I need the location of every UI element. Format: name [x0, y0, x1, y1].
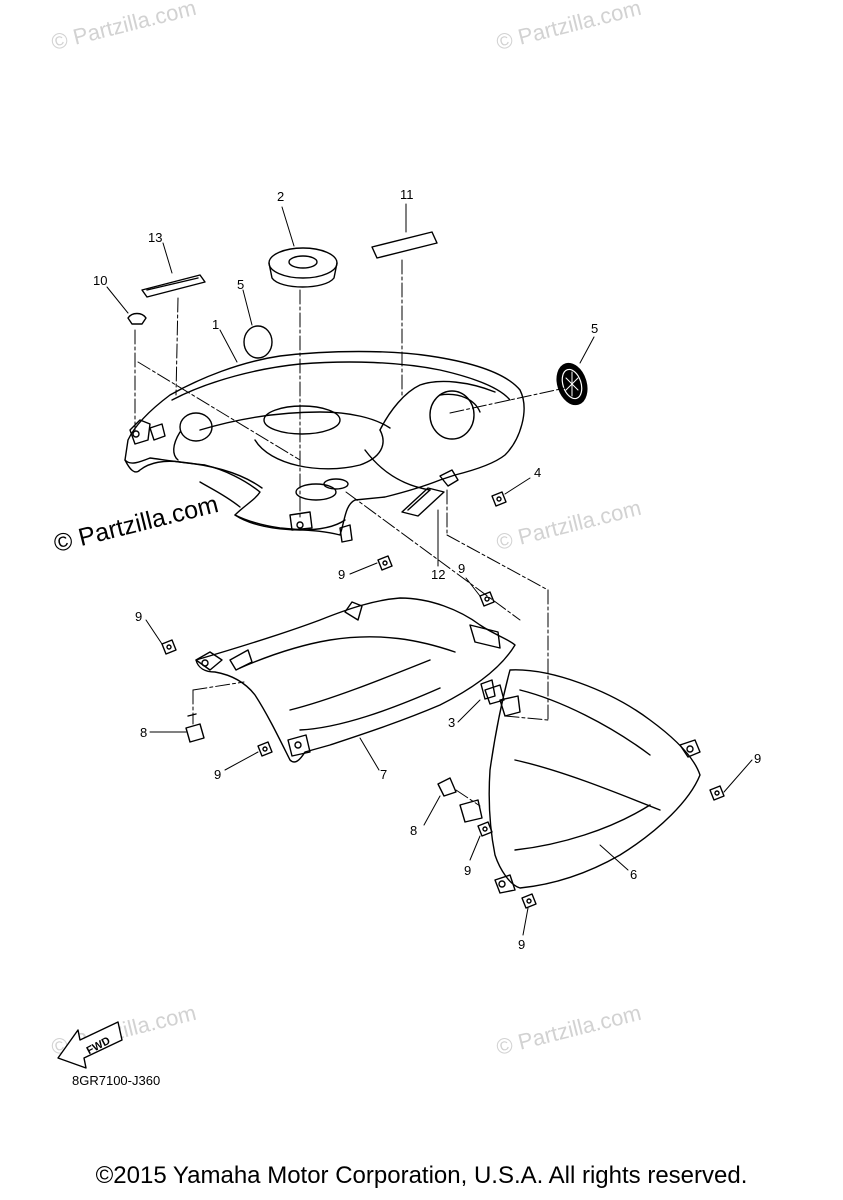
tank-cover — [124, 350, 525, 543]
side-cover-left — [195, 597, 516, 763]
grommet — [268, 247, 338, 288]
copyright-notice: ©2015 Yamaha Motor Corporation, U.S.A. A… — [95, 1162, 748, 1189]
callout-8-right: 8 — [410, 823, 418, 838]
callout-7: 7 — [380, 767, 388, 782]
diagram-code: 8GR7100-J360 — [72, 1073, 161, 1088]
clip-8-right — [437, 777, 457, 797]
callout-3: 3 — [448, 715, 456, 730]
callout-12: 12 — [431, 567, 446, 582]
callout-9: 9 — [754, 751, 762, 766]
rivet — [127, 312, 147, 325]
callout-2: 2 — [277, 189, 285, 204]
side-cover-right — [459, 669, 701, 894]
bolts — [161, 491, 725, 909]
callout-10: 10 — [93, 273, 108, 288]
callout-1: 1 — [212, 317, 220, 332]
callout-5-right: 5 — [591, 321, 599, 336]
fwd-arrow — [57, 1021, 123, 1069]
callout-11: 11 — [400, 187, 414, 202]
callout-9: 9 — [338, 567, 346, 582]
callout-9: 9 — [214, 767, 222, 782]
callout-9: 9 — [464, 863, 472, 878]
label-11 — [371, 231, 438, 259]
clip-8-left — [185, 713, 205, 743]
callout-13: 13 — [148, 230, 163, 245]
leader-lines — [106, 203, 753, 936]
tape-13 — [141, 274, 206, 298]
callout-9: 9 — [458, 561, 466, 576]
callout-9: 9 — [518, 937, 526, 952]
emblem — [556, 362, 588, 406]
callout-4: 4 — [534, 465, 542, 480]
clip-3 — [480, 679, 496, 700]
callout-9: 9 — [135, 609, 143, 624]
callout-6: 6 — [630, 867, 638, 882]
callout-5-left: 5 — [237, 277, 245, 292]
emblem-left — [243, 325, 273, 359]
damper-12 — [401, 487, 445, 517]
callout-8-left: 8 — [140, 725, 148, 740]
